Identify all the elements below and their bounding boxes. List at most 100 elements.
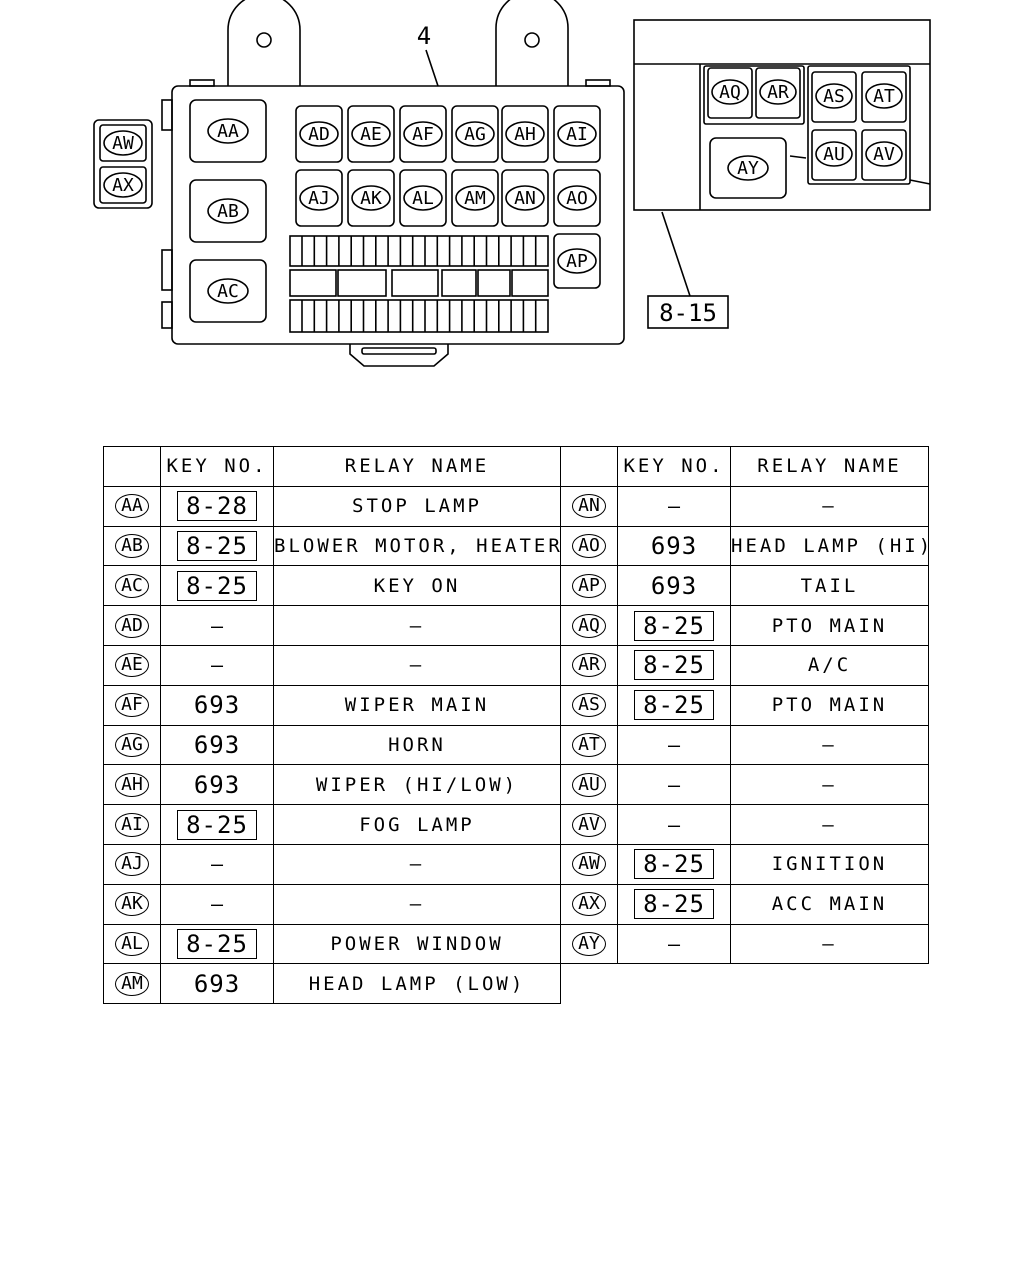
side-tab — [161, 99, 173, 131]
side-tab — [161, 301, 173, 329]
relay-slot-ac — [189, 259, 267, 323]
key-no: 8-28 — [177, 491, 257, 522]
key-no: — — [210, 852, 224, 877]
relay-code: AK — [115, 892, 149, 917]
relay-name: HORN — [273, 724, 561, 766]
key-no: 693 — [650, 531, 698, 560]
key-no: — — [667, 931, 681, 956]
relay-name: — — [273, 843, 561, 885]
key-no-cell: — — [617, 804, 731, 845]
ref-box-8-15 — [647, 295, 729, 329]
relay-name: IGNITION — [730, 843, 929, 885]
callout-4: 4 — [417, 22, 431, 50]
relay-name: WIPER (HI/LOW) — [273, 764, 561, 806]
svg-text:AY: AY — [737, 158, 759, 179]
leader-line-8-15 — [661, 211, 691, 297]
relay-grid — [295, 67, 907, 289]
relay-code-cell: AP — [560, 565, 618, 607]
relay-code: AX — [572, 892, 606, 917]
relay-label-aa: AA — [207, 118, 249, 144]
svg-text:AA: AA — [217, 121, 239, 142]
relay-code-cell: AW — [560, 843, 618, 885]
top-tab — [585, 79, 611, 87]
relay-label-av: AV — [865, 141, 903, 167]
relay-name: — — [273, 883, 561, 925]
relay-code: AQ — [572, 613, 606, 638]
relay-code: AI — [115, 812, 149, 837]
relay-label-ay: AY — [727, 155, 769, 181]
relay-slot-aj — [295, 169, 343, 227]
relay-code: AD — [115, 613, 149, 638]
fuse-block — [477, 269, 511, 297]
key-no: 8-25 — [177, 809, 257, 840]
key-no-cell: 8-25 — [617, 883, 731, 925]
relay-code-cell: AJ — [103, 843, 161, 885]
relay-label-aw: AW — [103, 130, 143, 156]
key-no-cell: 8-25 — [617, 843, 731, 885]
relay-code: AN — [572, 494, 606, 519]
key-no: — — [667, 732, 681, 757]
key-no: 8-25 — [634, 610, 714, 641]
relay-slot-ao — [553, 169, 601, 227]
relay-slot-an — [501, 169, 549, 227]
key-no-cell: 693 — [160, 963, 274, 1005]
relay-code: AL — [115, 931, 149, 956]
svg-text:AD: AD — [308, 124, 330, 145]
relay-label-ab: AB — [207, 198, 249, 224]
relay-label-ad: AD — [299, 121, 339, 147]
relay-name: POWER WINDOW — [273, 923, 561, 965]
table-header-row: KEY NO. RELAY NAME KEY NO. RELAY NAME — [103, 446, 929, 487]
key-no: 8-25 — [634, 849, 714, 880]
sub-relay-group — [807, 65, 911, 185]
key-no-cell: 8-25 — [160, 923, 274, 965]
relay-code-cell: AK — [103, 883, 161, 925]
relay-name: KEY ON — [273, 565, 561, 607]
relay-slot-ag — [451, 105, 499, 163]
empty-cell — [561, 964, 618, 1004]
relay-slot-af — [399, 105, 447, 163]
sub-relay-slot-at — [861, 71, 907, 123]
key-no-cell: 8-25 — [617, 684, 731, 726]
relay-code-cell: AA — [103, 485, 161, 527]
sub-relay-slot-aq — [707, 67, 753, 119]
svg-text:AQ: AQ — [719, 82, 741, 103]
sub-relay-slot-au — [811, 129, 857, 181]
svg-text:AI: AI — [566, 124, 588, 145]
key-no-cell: 693 — [160, 764, 274, 806]
svg-text:AN: AN — [514, 188, 536, 209]
relay-slot-ae — [347, 105, 395, 163]
relay-name: — — [730, 804, 929, 845]
relay-name: — — [273, 644, 561, 686]
relay-label-ax: AX — [103, 172, 143, 198]
key-no-cell: — — [160, 644, 274, 686]
relay-slot-ad — [295, 105, 343, 163]
relay-label-ah: AH — [505, 121, 545, 147]
bottom-connector-slot — [361, 347, 437, 355]
relay-label-ao: AO — [557, 185, 597, 211]
relay-label-ai: AI — [557, 121, 597, 147]
relay-code: AR — [572, 653, 606, 678]
fuse-row-top — [289, 235, 549, 267]
relay-name: — — [730, 923, 929, 965]
relay-slot-aa — [189, 99, 267, 163]
relay-code: AA — [115, 494, 149, 519]
key-no: 8-25 — [177, 928, 257, 959]
svg-text:AR: AR — [767, 82, 789, 103]
relay-slot-ab — [189, 179, 267, 243]
relay-label-ap: AP — [557, 248, 597, 274]
relay-code: AS — [572, 693, 606, 718]
relay-label-ag: AG — [455, 121, 495, 147]
relay-code-cell: AV — [560, 804, 618, 845]
relay-label-ar: AR — [759, 79, 797, 105]
fuse-row-bottom — [289, 299, 549, 333]
key-no: 693 — [193, 969, 241, 998]
relay-code-cell: AC — [103, 565, 161, 607]
svg-text:AE: AE — [360, 124, 382, 145]
relay-code-cell: AQ — [560, 605, 618, 646]
key-no: 693 — [193, 730, 241, 759]
relay-name: ACC MAIN — [730, 883, 929, 925]
relay-code-cell: AO — [560, 525, 618, 567]
